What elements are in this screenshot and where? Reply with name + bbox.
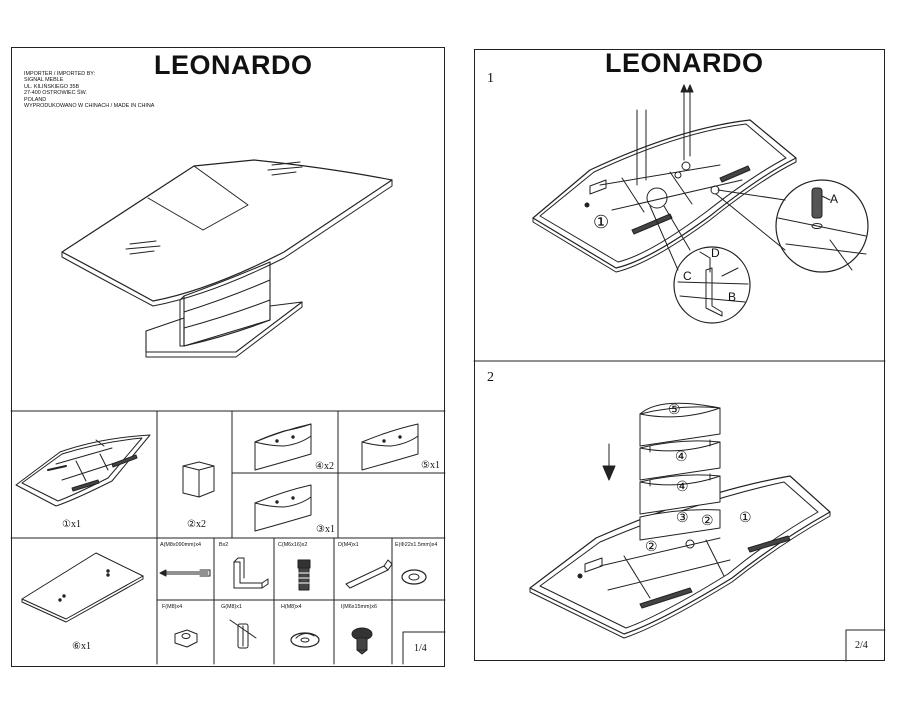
hardware-h-label: H(M8)x4 bbox=[281, 604, 302, 610]
hardware-e-washer-drawing bbox=[401, 569, 427, 585]
part-5-label: ⑤x1 bbox=[421, 460, 440, 471]
part-5-block-drawing bbox=[361, 423, 419, 471]
step-1-number: 1 bbox=[487, 71, 494, 86]
importer-info: IMPORTER / IMPORTED BY: SIGNAL MEBLE UL.… bbox=[24, 71, 154, 109]
left-parts-grid bbox=[10, 410, 446, 665]
right-page-number: 2/4 bbox=[855, 640, 868, 651]
step-2-callout-part-3: ③ bbox=[676, 511, 689, 526]
hardware-b-label: Bx2 bbox=[219, 542, 229, 548]
importer-line: SIGNAL MEBLE bbox=[24, 77, 64, 84]
part-6-baseplate-drawing bbox=[21, 552, 144, 623]
hardware-f-label: F(M8)x4 bbox=[162, 604, 183, 610]
part-6-label: ⑥x1 bbox=[72, 641, 91, 652]
right-page-title: LEONARDO bbox=[601, 50, 768, 77]
step-2-callout-part-1: ① bbox=[739, 511, 752, 526]
step-2-callout-part-4-lower: ④ bbox=[676, 480, 689, 495]
part-4-label: ④x2 bbox=[315, 461, 334, 472]
importer-line: POLAND bbox=[24, 96, 47, 103]
step-1-illustration bbox=[532, 84, 869, 324]
hardware-i-label: I(M6x15mm)x6 bbox=[341, 604, 377, 610]
part-2-block-drawing bbox=[182, 461, 215, 498]
hardware-d-label: D(M4)x1 bbox=[338, 542, 359, 548]
hardware-g-barrel-drawing bbox=[229, 619, 257, 649]
hardware-e-label: E(Φ22x1.5mm)x4 bbox=[395, 542, 438, 548]
part-1-label: ①x1 bbox=[62, 519, 81, 530]
step-2-callout-part-2-right: ② bbox=[701, 514, 714, 529]
step-2-illustration bbox=[529, 402, 831, 639]
hardware-a-bolt-drawing bbox=[159, 569, 211, 577]
part-3-label: ③x1 bbox=[316, 524, 335, 535]
importer-line: IMPORTER / IMPORTED BY: bbox=[24, 71, 96, 77]
step-1-callout-part-1: ① bbox=[593, 212, 610, 232]
step-1-callout-a: A bbox=[830, 192, 839, 206]
hardware-f-nut-drawing bbox=[174, 629, 198, 648]
hardware-c-label: C(M6x16)x2 bbox=[278, 542, 308, 548]
importer-line: UL. KILIŃSKIEGO 35B bbox=[24, 83, 80, 90]
left-page-title: LEONARDO bbox=[150, 52, 317, 79]
right-page bbox=[474, 49, 885, 661]
step-2-callout-part-4-upper: ④ bbox=[675, 450, 688, 465]
importer-line: 27-400 OSTROWIEC ŚW. bbox=[24, 90, 87, 97]
step-2-callout-part-5: ⑤ bbox=[668, 403, 681, 418]
table-overview-illustration bbox=[61, 159, 393, 358]
hardware-h-camlock-drawing bbox=[290, 632, 320, 648]
hardware-c-screw-drawing bbox=[297, 559, 311, 591]
importer-line: WYPRODUKOWANO W CHINACH / MADE IN CHINA bbox=[24, 103, 155, 110]
hardware-b-bracket-drawing bbox=[233, 557, 269, 589]
step-1-callout-d: D bbox=[711, 246, 720, 260]
step-2-number: 2 bbox=[487, 370, 494, 385]
hardware-d-hexkey-drawing bbox=[345, 559, 393, 589]
step-2-callout-part-2-left: ② bbox=[645, 540, 658, 555]
part-1-tabletop-drawing bbox=[15, 434, 151, 507]
left-page-number: 1/4 bbox=[414, 643, 427, 654]
part-3-block-drawing bbox=[254, 484, 312, 532]
part-2-label: ②x2 bbox=[187, 519, 206, 530]
hardware-a-label: A(M8x090mm)x4 bbox=[160, 542, 202, 548]
step-1-callout-b: B bbox=[728, 290, 737, 304]
part-4-block-drawing bbox=[254, 423, 312, 471]
hardware-g-label: G(M8)x1 bbox=[221, 604, 242, 610]
hardware-i-screw-drawing bbox=[351, 627, 373, 655]
step-1-callout-c: C bbox=[683, 269, 692, 283]
